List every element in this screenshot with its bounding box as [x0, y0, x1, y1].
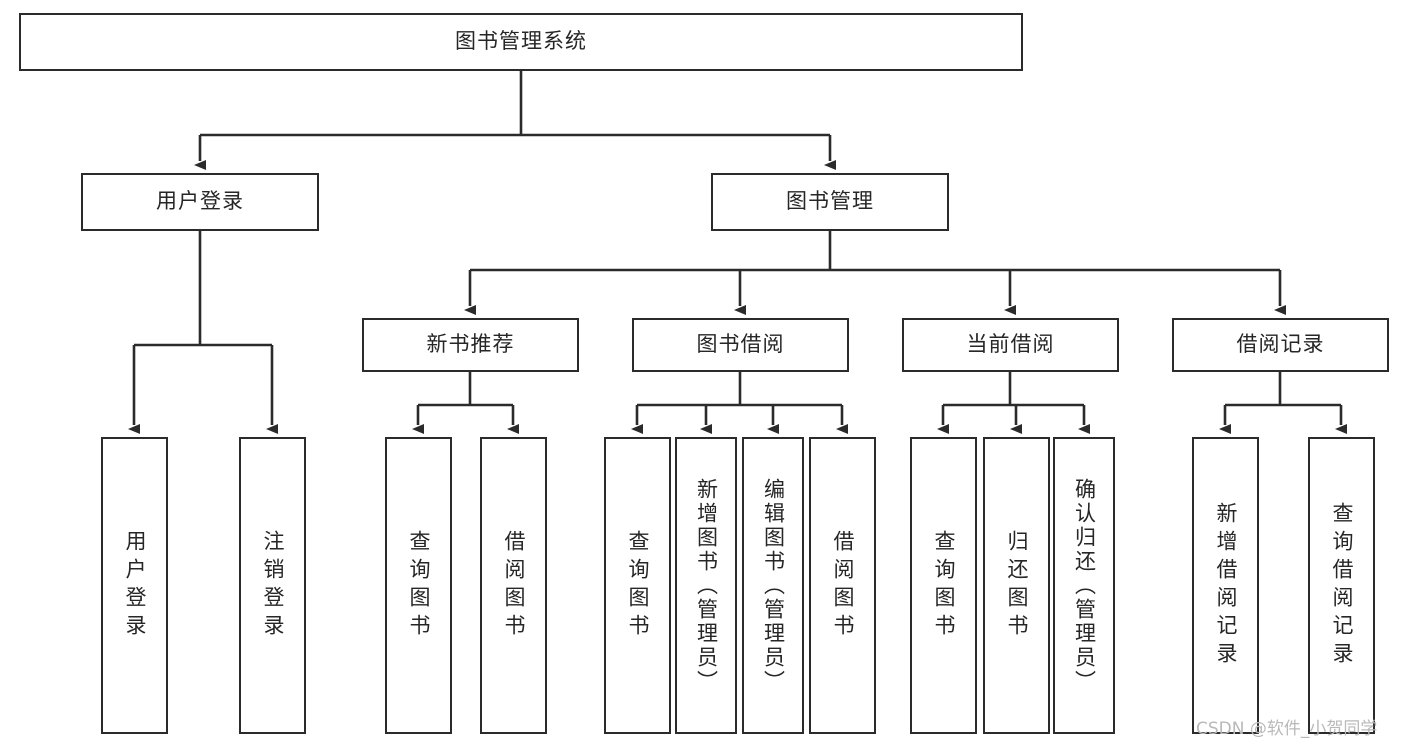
node-leaf-confirm-return[interactable]: 确认归还（管理员） [1053, 437, 1115, 734]
node-borrow-record[interactable]: 借阅记录 [1172, 318, 1389, 372]
node-leaf-borrow-book-br-label: 借阅图书 [831, 529, 855, 642]
node-leaf-query-book-cb[interactable]: 查询图书 [910, 437, 977, 734]
node-leaf-borrow-book-br[interactable]: 借阅图书 [809, 437, 876, 734]
node-leaf-query-book-cb-label: 查询图书 [932, 529, 956, 642]
node-book-manage[interactable]: 图书管理 [711, 173, 949, 231]
node-leaf-return-book-label: 归还图书 [1005, 529, 1029, 642]
node-user-login-label: 用户登录 [156, 189, 244, 214]
node-leaf-add-record[interactable]: 新增借阅记录 [1192, 437, 1259, 734]
node-current-borrow-label: 当前借阅 [966, 332, 1055, 357]
node-leaf-add-record-label: 新增借阅记录 [1214, 501, 1238, 670]
node-leaf-query-book-rec-label: 查询图书 [407, 529, 431, 642]
node-leaf-user-login-label: 用户登录 [123, 529, 147, 642]
node-leaf-user-login[interactable]: 用户登录 [101, 437, 168, 734]
node-book-borrow[interactable]: 图书借阅 [632, 318, 849, 372]
node-leaf-return-book[interactable]: 归还图书 [983, 437, 1050, 734]
node-leaf-edit-book[interactable]: 编辑图书（管理员） [742, 437, 804, 734]
node-leaf-borrow-book-rec[interactable]: 借阅图书 [480, 437, 547, 734]
node-leaf-query-book-rec[interactable]: 查询图书 [385, 437, 452, 734]
node-new-book-rec[interactable]: 新书推荐 [362, 318, 579, 372]
csdn-watermark: CSDN @软件_小贺同学 [1196, 719, 1378, 739]
node-leaf-user-logout-label: 注销登录 [261, 529, 285, 642]
node-leaf-user-logout[interactable]: 注销登录 [239, 437, 306, 734]
node-leaf-edit-book-label: 编辑图书（管理员） [761, 477, 786, 694]
node-new-book-rec-label: 新书推荐 [426, 332, 515, 357]
node-root-system[interactable]: 图书管理系统 [19, 13, 1023, 71]
node-current-borrow[interactable]: 当前借阅 [902, 318, 1119, 372]
node-leaf-query-book-br-label: 查询图书 [626, 529, 650, 642]
node-leaf-add-book[interactable]: 新增图书（管理员） [675, 437, 737, 734]
node-borrow-record-label: 借阅记录 [1236, 332, 1325, 357]
node-leaf-borrow-book-rec-label: 借阅图书 [502, 529, 526, 642]
node-user-login[interactable]: 用户登录 [81, 173, 319, 231]
node-leaf-query-record-label: 查询借阅记录 [1330, 501, 1354, 670]
node-book-manage-label: 图书管理 [786, 189, 874, 214]
node-leaf-confirm-return-label: 确认归还（管理员） [1072, 477, 1097, 694]
node-leaf-query-book-br[interactable]: 查询图书 [604, 437, 671, 734]
node-book-borrow-label: 图书借阅 [696, 332, 785, 357]
node-leaf-add-book-label: 新增图书（管理员） [694, 477, 719, 694]
node-leaf-query-record[interactable]: 查询借阅记录 [1308, 437, 1375, 734]
node-root-label: 图书管理系统 [455, 29, 587, 54]
